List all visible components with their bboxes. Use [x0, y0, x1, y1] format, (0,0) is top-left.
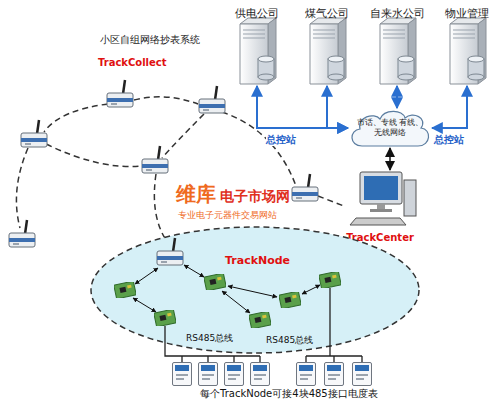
- text-label: 专业电子元器件交易网站: [178, 210, 277, 221]
- text-label: TrackCollect: [98, 57, 167, 69]
- text-label: 总控站: [434, 134, 464, 146]
- connector-arrow: [432, 86, 467, 128]
- server-node: 自来水公司: [367, 2, 428, 86]
- server-node: 物业管理: [438, 2, 496, 86]
- text-label: RS485总线: [186, 333, 233, 344]
- connector-arrow: [389, 148, 391, 170]
- mesh-links: [16, 97, 344, 240]
- connector-arrow: [327, 86, 348, 128]
- center-computer: TrackCenter: [340, 170, 420, 244]
- text-label: RS485总线: [266, 335, 313, 346]
- text-label: 每个TrackNode可接4块485接口电度表: [200, 388, 378, 400]
- node-text: 煤气公司: [305, 7, 349, 20]
- node-text: TrackNode: [225, 254, 290, 267]
- text-label: 维库: [176, 182, 216, 206]
- server-node: 煤气公司: [298, 2, 356, 86]
- server-node: 供电公司: [228, 2, 286, 86]
- node-text: 供电公司: [235, 7, 279, 20]
- text-label: 总控站: [266, 134, 296, 146]
- diagram-title: 小区自组网络抄表系统: [100, 34, 200, 46]
- network-cloud: 市话、专线 有线、无线网络: [348, 108, 432, 148]
- connector-arrow: [396, 86, 398, 108]
- node-text: 物业管理: [445, 7, 489, 20]
- text-label: 电子市场网: [220, 188, 290, 205]
- connector-arrow: [257, 86, 348, 128]
- collector-devices: [9, 80, 318, 247]
- node-text: 自来水公司: [370, 7, 425, 20]
- tracknode-region: [90, 226, 420, 354]
- node-text: 市话、专线 有线、无线网络: [355, 118, 425, 138]
- tracknode-region: TrackNode: [90, 226, 420, 354]
